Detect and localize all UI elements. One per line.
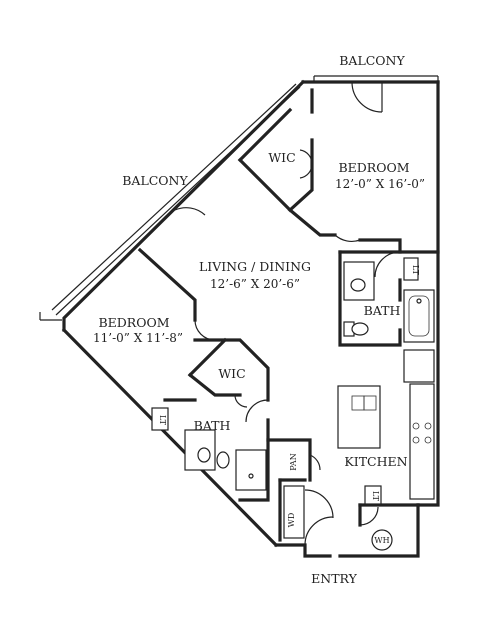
living-dining-label: LIVING / DINING xyxy=(199,259,311,274)
balcony-left-label: BALCONY xyxy=(122,173,188,188)
washer-dryer-label: WD xyxy=(287,513,296,528)
fixtures xyxy=(151,257,435,551)
wic2-label: WIC xyxy=(218,366,245,381)
pantry-label: PAN xyxy=(289,453,298,470)
living-dining-dimensions: 12’-6” X 20’-6” xyxy=(210,277,300,291)
bath2-sink xyxy=(197,447,211,463)
bedroom2-label: BEDROOM xyxy=(98,315,169,330)
bath2-label: BATH xyxy=(194,418,231,433)
doors xyxy=(174,81,401,546)
exterior-walls xyxy=(39,75,440,558)
lt3-label: LT xyxy=(371,491,380,502)
water-heater xyxy=(371,529,393,551)
water-heater-label: WH xyxy=(374,536,389,545)
bath1-tub xyxy=(403,289,435,343)
lt1-label: LT xyxy=(411,265,420,276)
bath1-label: BATH xyxy=(364,303,401,318)
balcony-top-label: BALCONY xyxy=(339,53,405,68)
kitchen-island xyxy=(337,385,381,449)
bedroom1-dimensions: 12’-0” X 16’-0” xyxy=(335,177,425,191)
bath2-shower xyxy=(235,449,267,491)
entry-label: ENTRY xyxy=(311,571,357,586)
kitchen-fridge xyxy=(403,349,435,383)
bedroom2-dimensions: 11’-0” X 11’-8” xyxy=(93,331,183,345)
bath1-sink xyxy=(350,278,366,292)
bath2-toilet xyxy=(216,451,230,469)
lt2-label: LT xyxy=(158,415,167,426)
bedroom1-label: BEDROOM xyxy=(338,160,409,175)
bath1-toilet xyxy=(351,322,369,336)
interior-walls xyxy=(137,88,440,542)
kitchen-label: KITCHEN xyxy=(344,454,407,469)
room-labels: BALCONY BALCONY WIC BEDROOM 12’-0” X 16’… xyxy=(93,53,425,586)
wic1-label: WIC xyxy=(268,150,295,165)
